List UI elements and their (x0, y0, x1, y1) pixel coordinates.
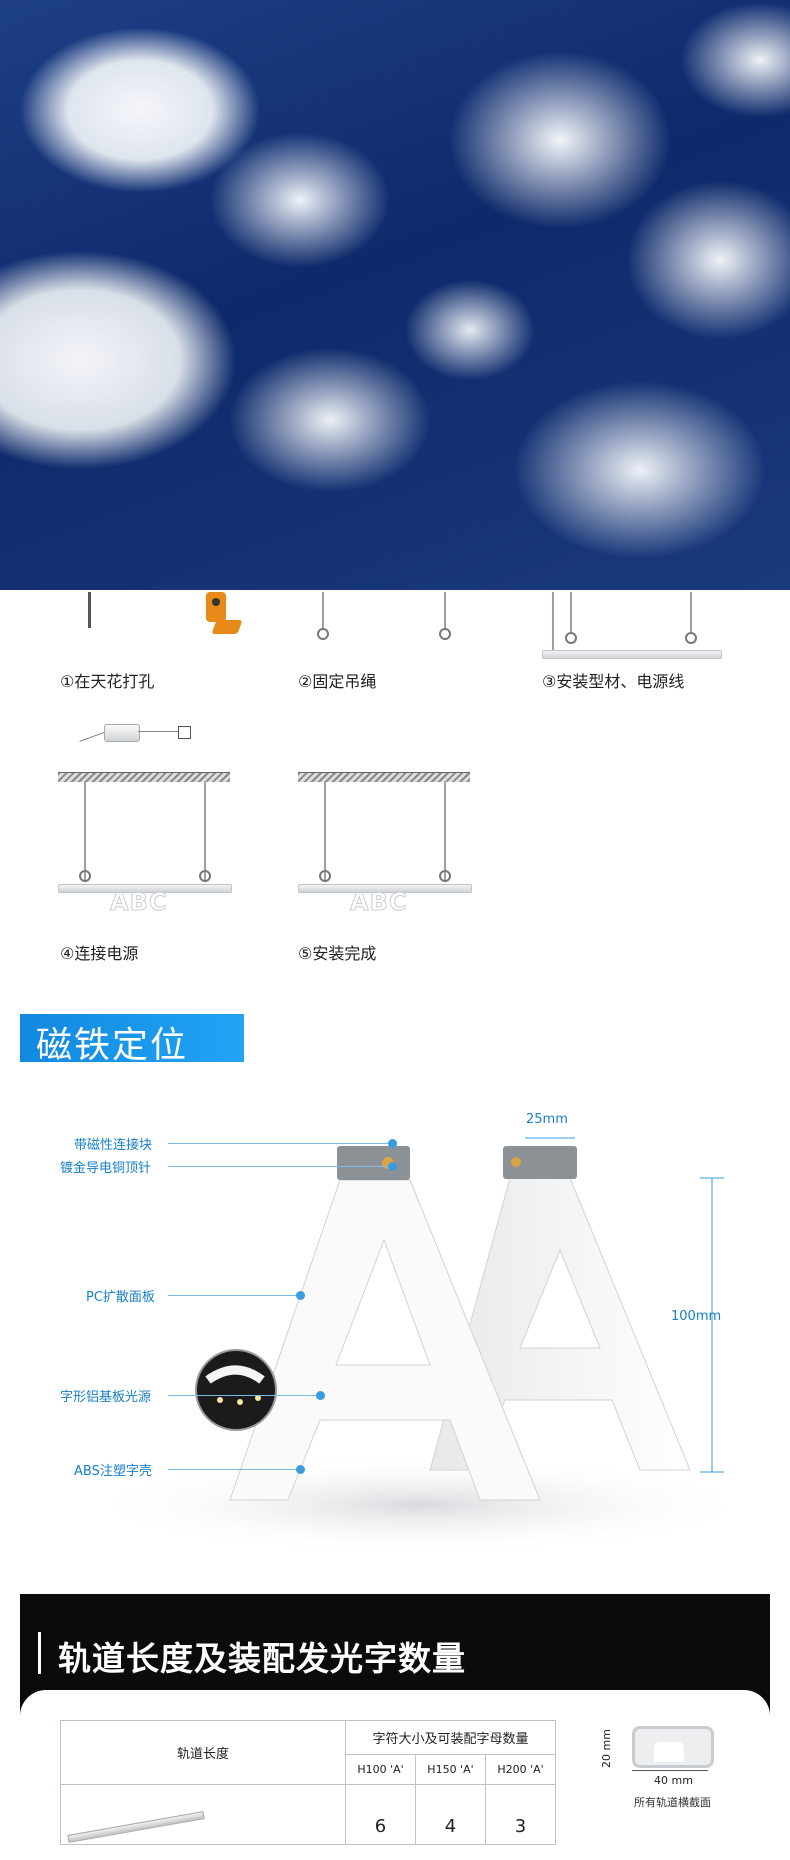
connector-block (337, 1146, 410, 1180)
cross-width-label: 40 mm (654, 1774, 693, 1787)
step1-illustration (60, 592, 260, 652)
sign-letters: ABC (349, 888, 408, 917)
cross-height-label: 20 mm (600, 1729, 613, 1768)
col-h150: H150 'A' (414, 1754, 486, 1785)
section-banner (20, 1014, 244, 1062)
drill-icon (200, 592, 243, 638)
callout-led-source: 字形铝基板光源 (60, 1390, 152, 1405)
col-h200: H200 'A' (484, 1754, 557, 1785)
header-length: 轨道长度 (60, 1720, 346, 1785)
callout-magnet-block: 带磁性连接块 (74, 1138, 153, 1153)
callout-abs-shell: ABS注塑字壳 (74, 1464, 152, 1479)
track-rail-cell (60, 1784, 346, 1845)
track-title: 轨道长度及装配发光字数量 (58, 1639, 466, 1678)
section-title: 磁铁定位 (36, 1025, 189, 1066)
step3-illustration (540, 592, 730, 662)
dim-width-label: 25mm (526, 1112, 568, 1127)
callout-copper-pin: 镀金导电铜顶针 (60, 1161, 152, 1176)
track-table: 轨道长度 字符大小及可装配字母数量 H100 'A' H150 'A' H200… (60, 1720, 557, 1845)
dim-height-label: 100mm (671, 1309, 722, 1324)
connector-block (503, 1146, 577, 1179)
step2-illustration (300, 592, 480, 652)
letter-a-illustration (80, 1137, 760, 1555)
value-h150: 4 (414, 1784, 486, 1845)
sign-letters: ABC (109, 888, 168, 917)
title-accent-bar (38, 1632, 41, 1674)
led-magnifier-icon (195, 1349, 277, 1431)
step3-label: ③安装型材、电源线 (542, 672, 685, 691)
step4-illustration: ABC (56, 720, 246, 917)
power-adapter-icon (104, 724, 140, 742)
track-rail-icon (67, 1811, 205, 1843)
cross-caption: 所有轨道横截面 (634, 1796, 711, 1809)
step2-label: ②固定吊绳 (298, 672, 377, 691)
step1-label: ①在天花打孔 (60, 672, 155, 691)
header-group: 字符大小及可装配字母数量 (345, 1720, 556, 1755)
power-socket-icon (178, 726, 191, 739)
value-h200: 3 (484, 1784, 557, 1845)
step4-label: ④连接电源 (60, 944, 139, 963)
callout-pc-panel: PC扩散面板 (86, 1290, 155, 1305)
step5-label: ⑤安装完成 (298, 944, 377, 963)
col-h100: H100 'A' (345, 1754, 416, 1785)
sky-photo (0, 0, 790, 590)
step5-illustration: ABC (296, 720, 486, 917)
